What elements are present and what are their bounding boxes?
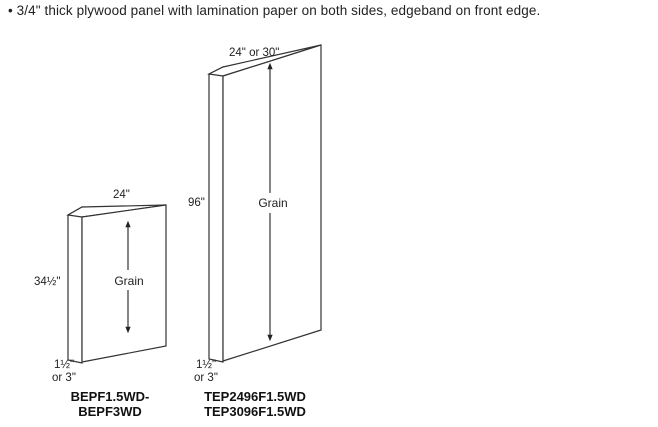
small-panel-thickness-1: 1½" — [54, 359, 74, 371]
small-panel-code-line1: BEPF1.5WD- — [70, 389, 150, 404]
tall-panel-edge — [208, 66, 224, 363]
tall-panel-code-line1: TEP2496F1.5WD — [204, 389, 306, 404]
small-panel-width-label: 24" — [113, 189, 130, 201]
small-panel-edge — [67, 205, 83, 364]
tall-panel: Grain 24" or 30" 96" 1½" or 3" — [188, 44, 322, 384]
description-text: • 3/4" thick plywood panel with laminati… — [8, 3, 541, 18]
tall-panel-thickness-1: 1½" — [196, 359, 216, 371]
small-panel-height-label: 34½" — [34, 276, 60, 288]
small-panel-thickness-2: or 3" — [52, 372, 76, 384]
tall-panel-grain-label: Grain — [258, 196, 287, 210]
tall-panel-height-label: 96" — [188, 197, 205, 209]
small-panel-code: BEPF1.5WD- BEPF3WD — [50, 389, 170, 419]
small-panel: Grain 24" 34½" 1½" or 3" — [34, 189, 167, 384]
tall-panel-code-line2: TEP3096F1.5WD — [204, 404, 306, 419]
tall-panel-code: TEP2496F1.5WD TEP3096F1.5WD — [190, 389, 320, 419]
small-panel-grain-label: Grain — [114, 274, 143, 288]
tall-panel-width-label: 24" or 30" — [229, 47, 279, 59]
small-panel-code-line2: BEPF3WD — [78, 404, 142, 419]
tall-panel-thickness-2: or 3" — [194, 372, 218, 384]
